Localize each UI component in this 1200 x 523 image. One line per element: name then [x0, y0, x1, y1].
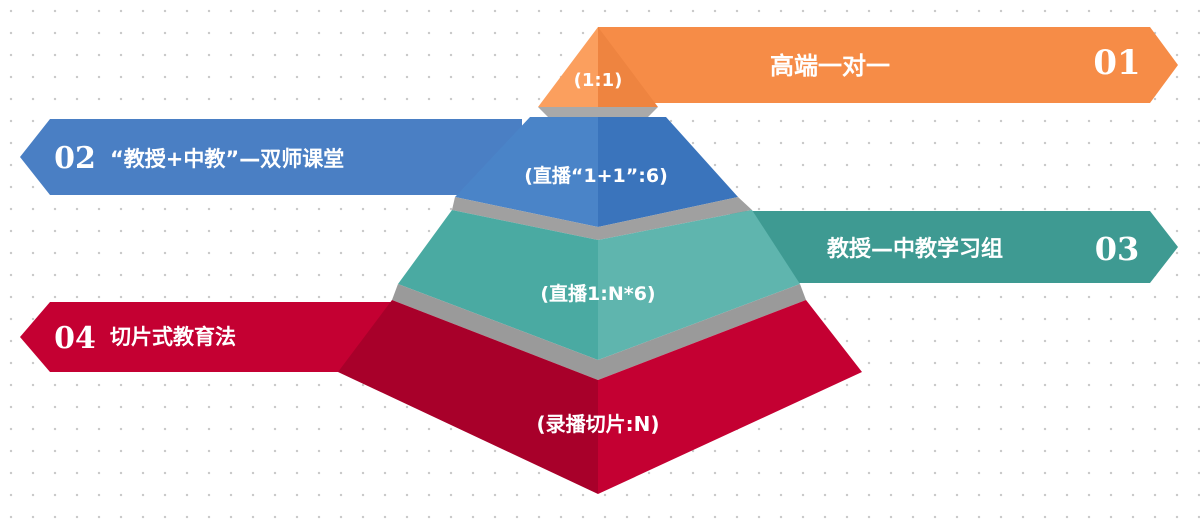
pyramid-tier-4: (录播切片:N)	[338, 300, 862, 494]
banner-04-number: 04	[54, 321, 96, 356]
pyramid-tier-2: (直播“1+1”:6)	[455, 117, 738, 227]
banner-01-title: 高端一对一	[770, 52, 890, 80]
banner-02-number: 02	[54, 141, 96, 176]
separator-1	[538, 107, 658, 117]
banner-03-arrow	[730, 211, 1178, 283]
separator-2	[452, 197, 752, 240]
banner-03: 教授—中教学习组 03	[730, 211, 1178, 283]
separator-3	[392, 284, 806, 380]
banner-03-number: 03	[1095, 230, 1140, 268]
banner-02: 02 “教授+中教”—双师课堂	[20, 119, 522, 195]
banner-02-arrow	[20, 119, 522, 195]
banner-04: 04 切片式教育法	[20, 302, 392, 372]
pyramid-tier-1: (1:1)	[538, 27, 658, 107]
banner-01-arrow	[598, 27, 1178, 103]
banner-02-title: “教授+中教”—双师课堂	[110, 147, 344, 171]
banner-03-title: 教授—中教学习组	[827, 236, 1003, 262]
tier-2-ratio: (直播“1+1”:6)	[524, 164, 668, 187]
banner-01: 高端一对一 01	[598, 27, 1178, 103]
banner-01-number: 01	[1093, 43, 1140, 83]
tier-1-ratio: (1:1)	[574, 70, 623, 91]
banner-04-arrow	[20, 302, 392, 372]
tier-3-ratio: (直播1:N*6)	[540, 282, 655, 305]
pyramid-tier-3: (直播1:N*6)	[398, 210, 800, 360]
tier-4-ratio: (录播切片:N)	[536, 412, 659, 436]
banner-04-title: 切片式教育法	[110, 325, 236, 349]
